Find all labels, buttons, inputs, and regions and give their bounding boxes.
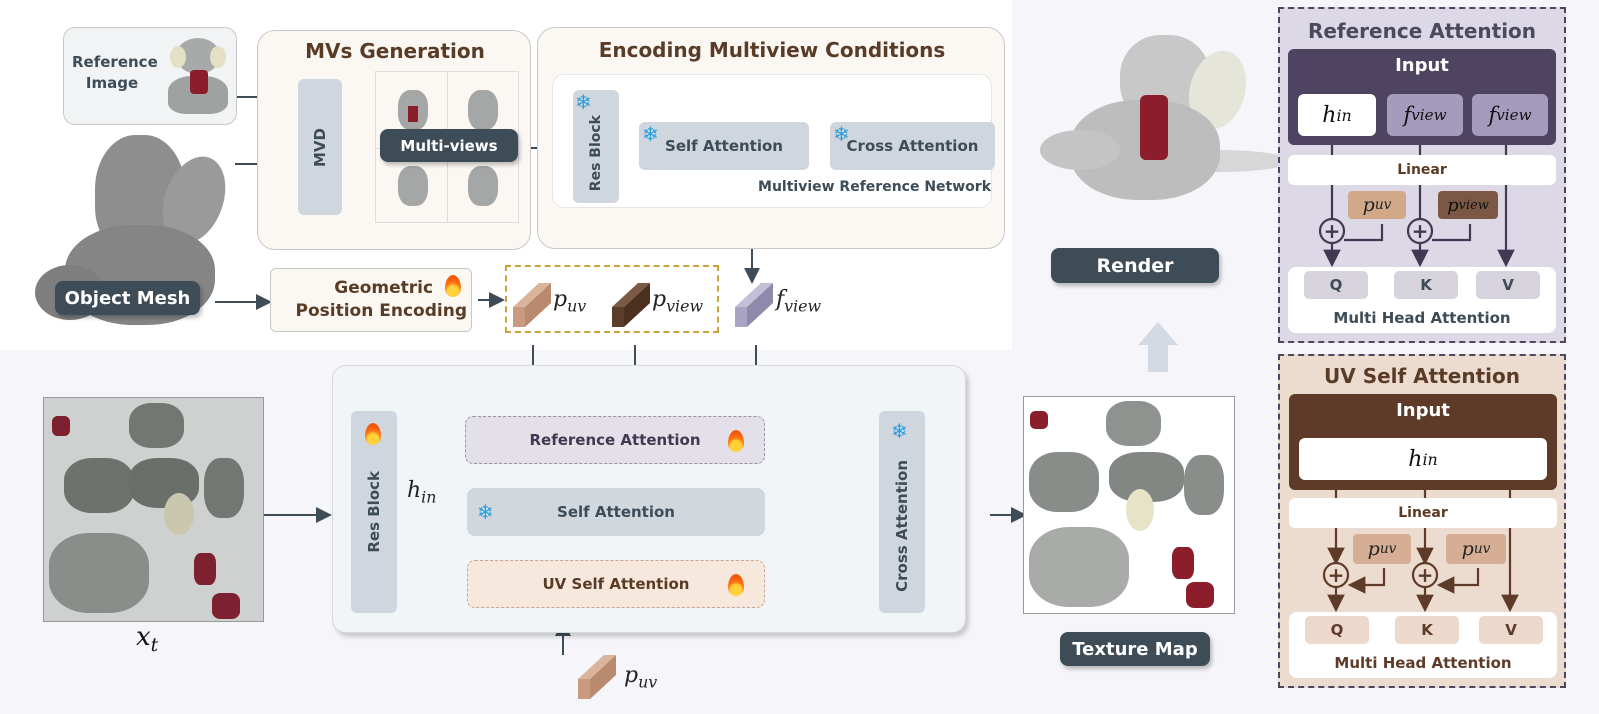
- uv-mha-label: Multi Head Attention: [1334, 654, 1512, 672]
- reference-image-card: Reference Image: [63, 27, 237, 125]
- svg-text:+: +: [1324, 219, 1341, 243]
- p-view-label: pview: [652, 287, 704, 316]
- view-other-side: [468, 166, 498, 206]
- encoding-title: Encoding Multiview Conditions: [598, 38, 946, 62]
- geo-encoding-line1: Geometric: [334, 278, 434, 298]
- texture-map-label: Texture Map: [1060, 632, 1210, 666]
- uv-linear-layer: Linear: [1289, 498, 1557, 528]
- encoding-multiview-panel: Encoding Multiview Conditions ❄ Res Bloc…: [537, 27, 1005, 249]
- noisy-texture-xt: [43, 397, 264, 622]
- multi-views-label: Multi-views: [380, 129, 518, 162]
- value-token: V: [1476, 271, 1540, 299]
- unet-res-block: Res Block: [351, 411, 397, 613]
- key-token: K: [1395, 616, 1459, 644]
- up-arrow-icon: [1138, 322, 1178, 372]
- svg-text:+: +: [1412, 219, 1429, 243]
- xt-label: xt: [136, 622, 159, 657]
- cross-attention-block: ❄ Cross Attention: [830, 122, 995, 170]
- p-uv-token: [513, 283, 553, 331]
- svg-text:+: +: [1328, 563, 1345, 587]
- p-uv-label-bottom: puv: [624, 663, 658, 692]
- fire-icon: [365, 423, 381, 445]
- uv-input-label: Input: [1396, 400, 1450, 421]
- self-attention-block: ❄ Self Attention: [467, 488, 765, 536]
- f-view-token: [735, 283, 775, 331]
- value-token: V: [1479, 616, 1543, 644]
- snowflake-icon: ❄: [477, 500, 494, 524]
- ref-mha-box: Q K V Multi Head Attention: [1288, 267, 1556, 333]
- view-back: [398, 166, 428, 206]
- render-label: Render: [1051, 248, 1219, 283]
- mvs-generation-title: MVs Generation: [305, 39, 485, 63]
- view-side: [468, 90, 498, 130]
- snowflake-icon: ❄: [891, 419, 908, 443]
- uv-mha-box: Q K V Multi Head Attention: [1289, 612, 1557, 678]
- reference-image-label: Reference Image: [72, 53, 158, 92]
- res-block: ❄ Res Block: [573, 90, 619, 203]
- texture-map-image: [1023, 396, 1235, 614]
- unet-cross-attention-block: ❄ Cross Attention: [879, 411, 925, 613]
- reference-network-box: ❄ Res Block ❄ Self Attention ❄ Cross Att…: [552, 74, 995, 208]
- query-token: Q: [1305, 616, 1369, 644]
- mvs-generation-panel: MVs Generation MVD Multi-views: [257, 30, 531, 250]
- unet-block: Res Block hin Reference Attention ❄ Self…: [332, 365, 966, 633]
- mvd-block: MVD: [298, 79, 342, 215]
- snowflake-icon: ❄: [833, 122, 850, 146]
- query-token: Q: [1304, 271, 1368, 299]
- render-image: [1030, 20, 1290, 220]
- reference-attention-block: Reference Attention: [465, 416, 765, 464]
- svg-text:+: +: [1417, 563, 1434, 587]
- snowflake-icon: ❄: [642, 122, 659, 146]
- self-attention-block: ❄ Self Attention: [639, 122, 809, 170]
- key-token: K: [1394, 271, 1458, 299]
- mvd-label: MVD: [311, 127, 329, 167]
- uv-self-attention-block: UV Self Attention: [467, 560, 765, 608]
- ref-input-label: Input: [1395, 55, 1449, 76]
- geo-encoding-line2: Position Encoding: [295, 301, 467, 321]
- fire-icon: [445, 275, 461, 297]
- reference-attention-title: Reference Attention: [1307, 19, 1537, 43]
- uv-self-attention-title: UV Self Attention: [1324, 364, 1520, 388]
- reference-image-thumbnail: [168, 38, 228, 116]
- f-view-label: fview: [776, 287, 822, 316]
- fire-icon: [728, 574, 744, 596]
- fire-icon: [728, 430, 744, 452]
- ref-linear-layer: Linear: [1288, 155, 1556, 185]
- ref-mha-label: Multi Head Attention: [1333, 309, 1511, 327]
- h-in-label: hin: [407, 478, 437, 507]
- geometric-position-encoding: Geometric Position Encoding: [270, 268, 472, 332]
- snowflake-icon: ❄: [575, 90, 592, 114]
- object-mesh-label: Object Mesh: [55, 281, 200, 315]
- p-uv-token-bottom: [578, 655, 618, 703]
- reference-network-label: Multiview Reference Network: [758, 179, 991, 195]
- res-block-label: Res Block: [588, 115, 604, 192]
- p-uv-label: puv: [553, 287, 587, 316]
- position-embeddings-group: [505, 265, 719, 333]
- p-view-token: [612, 283, 652, 331]
